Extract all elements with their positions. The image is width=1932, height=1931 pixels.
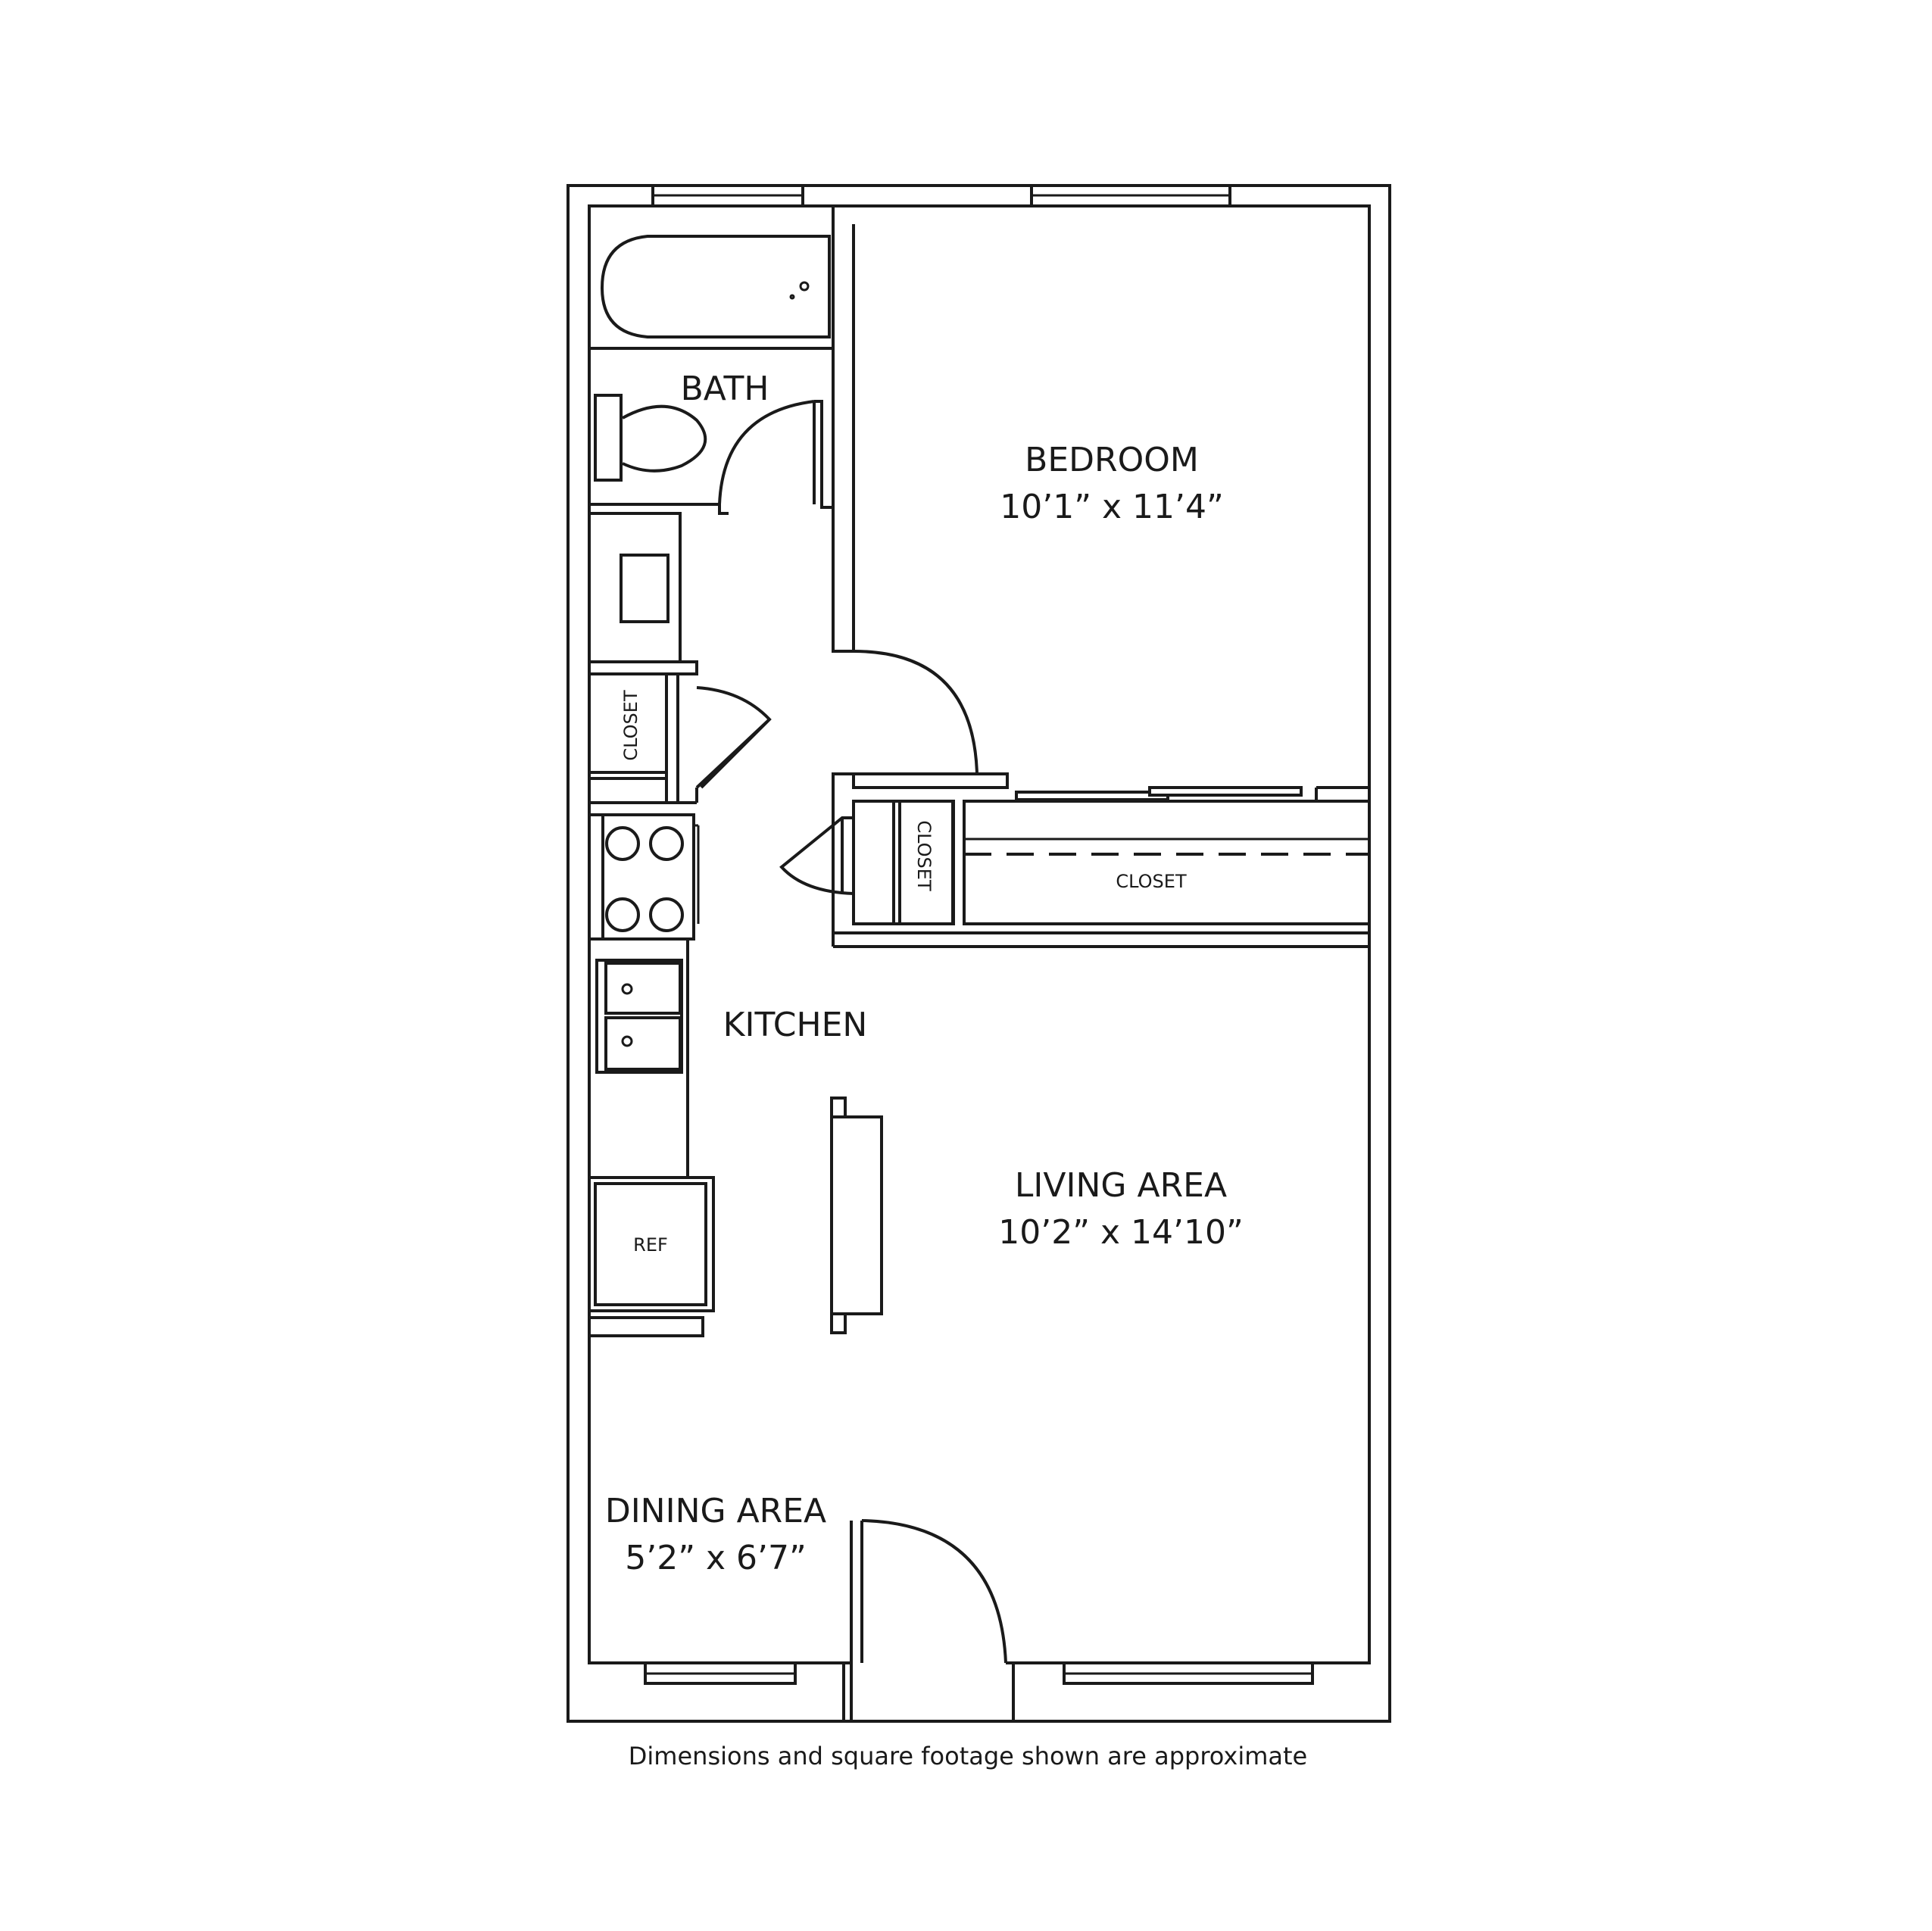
bathroom xyxy=(588,204,835,515)
toilet-tank xyxy=(594,394,623,482)
burner-icon xyxy=(649,897,684,932)
stove xyxy=(588,813,700,941)
refrigerator: REF xyxy=(588,1176,715,1312)
hall-closet-door-swing xyxy=(695,686,772,789)
bedroom xyxy=(832,224,1369,803)
room-label-living: LIVING AREA xyxy=(1015,1166,1227,1205)
middle-closet-door-swing xyxy=(779,816,854,895)
room-label-bedroom: BEDROOM xyxy=(1025,441,1199,479)
kitchen-island xyxy=(830,1097,883,1334)
entry-door xyxy=(850,1519,1013,1664)
closet-label-middle: CLOSET xyxy=(913,820,935,891)
closet-label-hall: CLOSET xyxy=(620,690,641,761)
entry-door-swing xyxy=(861,1519,1007,1664)
ref-label: REF xyxy=(633,1234,668,1256)
room-label-bath: BATH xyxy=(681,370,769,408)
windows xyxy=(644,184,1314,1685)
room-dimensions-dining: 5’2” x 6’7” xyxy=(625,1539,807,1577)
faucet-icon xyxy=(621,983,633,995)
tub-drain-icon xyxy=(799,281,810,292)
middle-closets: CLOSET CLOSET xyxy=(779,772,1371,948)
room-label-kitchen: KITCHEN xyxy=(723,1006,868,1044)
vanity xyxy=(588,512,682,663)
kitchen-counter xyxy=(588,937,689,1179)
burner-icon xyxy=(605,826,640,861)
burner-icon xyxy=(649,826,684,861)
burner-icon xyxy=(605,897,640,932)
bedroom-door-swing xyxy=(853,650,978,775)
room-label-dining: DINING AREA xyxy=(605,1492,826,1530)
faucet-icon xyxy=(621,1035,633,1047)
room-dimensions-bedroom: 10’1” x 11’4” xyxy=(1000,488,1224,526)
hall-closet: CLOSET xyxy=(589,660,772,804)
partition xyxy=(588,1316,704,1337)
closet-label-bedroom: CLOSET xyxy=(1116,871,1187,892)
room-dimensions-living: 10’2” x 14’10” xyxy=(998,1213,1244,1252)
bath-door-swing xyxy=(718,400,823,507)
bathtub xyxy=(600,235,831,338)
toilet-bowl xyxy=(622,404,707,473)
footnote: Dimensions and square footage shown are … xyxy=(629,1742,1307,1770)
